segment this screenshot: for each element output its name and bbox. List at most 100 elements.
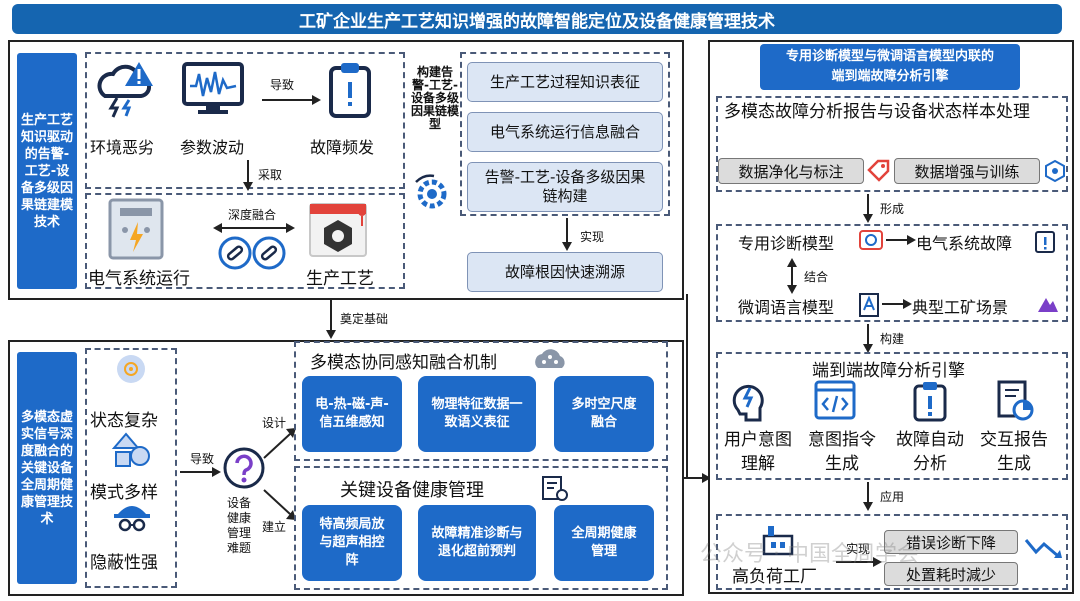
spy-icon (114, 506, 150, 532)
link-icon-1 (218, 236, 252, 270)
result-pill: 故障根因快速溯源 (467, 252, 663, 292)
fusion-box-0: 电-热-磁-声-信五维感知 (302, 376, 402, 452)
top-steps-box (460, 52, 670, 216)
form-label: 形成 (880, 202, 905, 216)
apply-label: 应用 (880, 490, 905, 504)
top-side-label: 生产工艺知识驱动的告警-工艺-设备多级因果链建模技术 (17, 53, 77, 289)
combine-arrow (787, 258, 797, 294)
foundation-arrow (326, 300, 336, 339)
health-box (294, 466, 668, 590)
apply-realize-label: 实现 (846, 542, 871, 556)
report-box (716, 96, 1068, 192)
construct-arrow (863, 324, 873, 353)
link-icon-2 (252, 236, 286, 270)
process-nut-icon (309, 203, 367, 257)
build-label: 构建告警-工艺-设备多级因果链模型 (410, 65, 459, 131)
issue-label-0: 环境恶劣 (90, 138, 155, 157)
issue-item-0: 状态复杂 (90, 411, 158, 431)
engine-item-3: 交互报告生成 (980, 430, 1048, 474)
step-pill-1: 电气系统运行信息融合 (467, 112, 663, 152)
right-title: 专用诊断模型与微调语言模型内联的端到端故障分析引擎 (760, 44, 1020, 90)
engine-item-1: 意图指令生成 (808, 430, 876, 474)
fault-analysis-icon (913, 382, 947, 422)
fusion-box-2: 多时空尺度融合 (554, 376, 654, 452)
tag-icon (867, 159, 890, 182)
adopt-arrow (243, 160, 253, 191)
build-arrow (263, 489, 296, 520)
realize-label: 实现 (580, 230, 605, 244)
design-arrow (263, 428, 296, 459)
model-box (716, 224, 1068, 322)
step-pill-2: 告警-工艺-设备多级因果链构建 (467, 162, 663, 212)
special-to-fault-arrow (886, 235, 916, 245)
health-title: 关键设备健康管理 (340, 480, 484, 501)
form-arrow (863, 194, 873, 223)
shapes-icon (111, 432, 150, 467)
trend-down-icon (1024, 539, 1062, 558)
electric-fault-label: 电气系统故障 (916, 234, 1013, 253)
health-box-1: 故障精准诊断与退化超前预判 (418, 505, 536, 581)
deep-fusion-arrow (213, 223, 295, 233)
fusion-box-1: 物理特征数据一致语义表征 (418, 376, 536, 452)
output-pill-0: 错误诊断下降 (884, 530, 1018, 554)
llm-to-scene-arrow (882, 299, 912, 309)
adopt-label: 采取 (258, 168, 283, 182)
clipboard-alert-icon (329, 63, 371, 118)
mountain-icon (1038, 298, 1058, 312)
combine-label: 结合 (804, 270, 829, 284)
apply-box (716, 514, 1068, 590)
camera-model-icon (859, 230, 883, 250)
engine-item-0: 用户意图理解 (724, 430, 792, 474)
realize-arrow (562, 218, 572, 251)
apply-arrow (863, 482, 873, 511)
bottom-icon-label-0: 电气系统运行 (88, 269, 190, 289)
electric-cabinet-icon (108, 198, 164, 260)
health-problem-label: 设备健康管理难题 (226, 496, 251, 555)
report-title: 多模态故障分析报告与设备状态样本处理 (724, 102, 1030, 122)
question-icon (223, 447, 265, 489)
step-pill-0: 生产工艺过程知识表征 (467, 62, 663, 102)
output-pill-1: 处置耗时減少 (884, 562, 1018, 586)
engine-box (716, 352, 1068, 480)
health-box-0: 特高频局放与超声相控阵 (302, 505, 402, 581)
report-chart-icon (997, 380, 1034, 421)
bottom-icon-label-1: 生产工艺 (306, 269, 374, 289)
foundation-label: 奠定基础 (340, 312, 389, 326)
design-label: 设计 (262, 416, 287, 430)
llm-doc-icon (859, 293, 879, 317)
top-problem-box (85, 52, 405, 189)
clean-pill: 数据净化与标注 (718, 158, 864, 184)
doc-settings-icon (542, 476, 568, 501)
page-title: 工矿企业生产工艺知识增强的故障智能定位及设备健康管理技术 (12, 4, 1062, 34)
augment-pill: 数据增强与训练 (894, 158, 1040, 184)
construct-label: 构建 (880, 332, 905, 346)
issue-label-1: 参数波动 (180, 138, 245, 157)
top-system-box (85, 193, 405, 289)
bottom-cause-arrow (180, 467, 221, 477)
issue-item-2: 隐蔽性强 (90, 553, 158, 573)
fusion-box (294, 341, 668, 461)
engine-item-2: 故障自动分析 (896, 430, 964, 474)
engine-title: 端到端故障分析引擎 (812, 361, 965, 381)
health-box-2: 全周期健康管理 (554, 505, 654, 581)
monitor-wave-icon (182, 62, 244, 114)
fusion-title: 多模态协同感知融合机制 (310, 353, 497, 373)
plant-to-output-arrow (836, 557, 882, 567)
bottom-side-label: 多模态虚实信号深度融合的关键设备全周期健康管理技术 (17, 352, 77, 584)
bottom-cause-label: 导致 (190, 452, 215, 466)
top-right-connector (686, 294, 688, 478)
right-section-frame (708, 40, 1074, 594)
cloud-network-icon (535, 349, 565, 368)
plant-label: 高负荷工厂 (732, 567, 817, 587)
scene-label: 典型工矿场景 (912, 298, 1009, 317)
cube-network-icon (1045, 159, 1065, 183)
cause-arrow (262, 95, 321, 105)
issue-label-2: 故障频发 (310, 138, 375, 157)
llm-label: 微调语言模型 (738, 298, 835, 317)
bottom-issues-box (85, 348, 177, 588)
deep-fusion-label: 深度融合 (228, 208, 277, 222)
build-arrow-label: 建立 (262, 520, 287, 534)
storm-icon (97, 62, 153, 118)
issue-item-1: 模式多样 (90, 483, 158, 503)
special-model-label: 专用诊断模型 (738, 234, 835, 253)
